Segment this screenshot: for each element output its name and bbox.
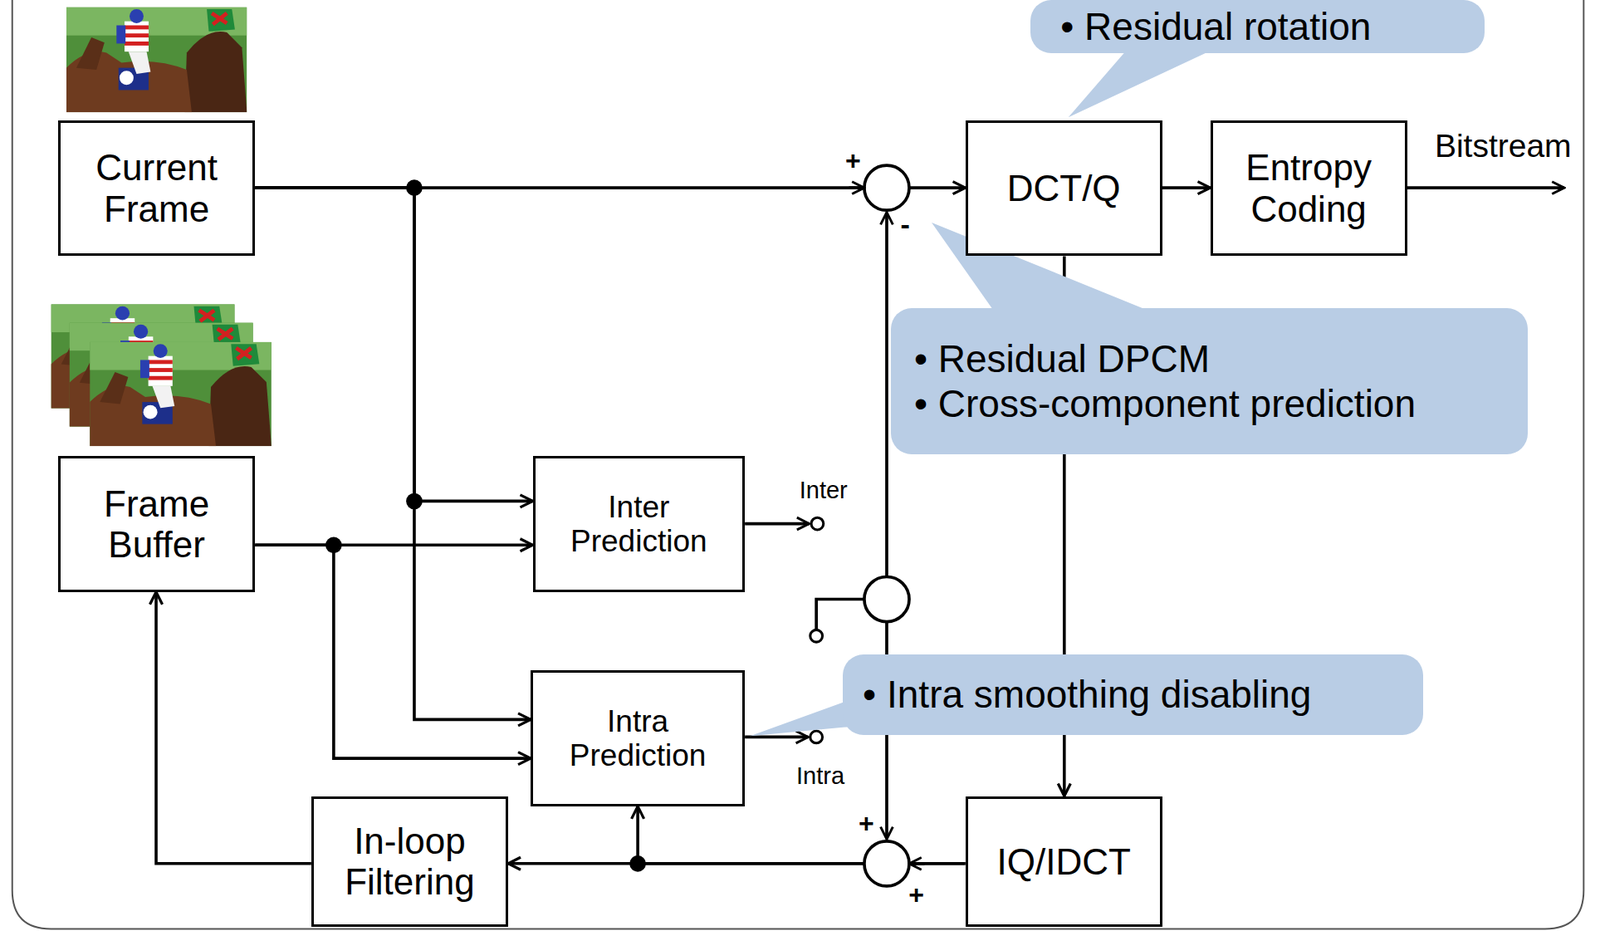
sum-circle [864,841,910,886]
junction-dot [406,493,423,510]
sum-circle [864,165,910,211]
callout-note: • Residual DPCM• Cross-component predict… [890,308,1528,455]
switch-terminal [810,629,823,642]
junction-dot [325,537,343,554]
label-text: Inter [799,475,848,504]
process-box: In-loop Filtering [311,796,509,927]
sign-mark: + [858,807,875,838]
intra-output-wire [744,735,808,739]
node-text: Frame Buffer [72,483,241,566]
node-text: Intra Prediction [544,704,731,774]
switch-terminal [810,730,823,744]
callout-tail [749,699,849,736]
current-frame-picture [66,7,248,113]
switch-arm [816,599,865,631]
panel-border [12,0,1585,930]
sum-input-arrow [909,861,925,866]
node-text: • Residual rotation [1060,4,1465,49]
flow-connector [156,592,312,864]
flow-connector [1162,185,1211,190]
node-text: Inter Prediction [547,489,732,559]
junction-dot [629,855,646,872]
node-text: • Residual DPCM [914,336,1508,382]
inter-output-wire [744,522,809,526]
process-box: DCT/Q [965,120,1163,256]
flow-connector [637,806,965,864]
switch-circle [864,576,910,622]
callout-note: • Intra smoothing disabling [842,654,1424,735]
process-box: Inter Prediction [533,455,746,592]
switch-label: Inter [799,475,848,504]
junction-dot [406,179,423,196]
node-text: • Intra smoothing disabling [862,671,1404,717]
label-text: - [900,208,910,241]
node-text: IQ/IDCT [979,841,1149,882]
buffered-frame-picture [89,342,272,446]
node-text: In-loop Filtering [325,820,495,903]
process-box: Frame Buffer [58,455,255,592]
prediction-wire [885,212,889,578]
process-box: Entropy Coding [1210,120,1408,256]
node-text: Entropy Coding [1224,146,1394,230]
callout-note: • Residual rotation [1030,0,1485,54]
switch-terminal [811,517,824,530]
switch-label: Intra [796,762,845,790]
bitstream-wire [1407,185,1565,190]
callout-tail [1068,48,1215,118]
label-text: Intra [796,762,845,790]
node-text: • Cross-component prediction [914,381,1508,426]
label-text: Bitstream [1434,127,1572,165]
flow-connector [254,544,531,759]
flow-connector [254,187,531,720]
label-text: + [858,807,875,838]
sign-mark: - [900,208,910,241]
process-box: IQ/IDCT [965,796,1163,927]
node-text: Current Frame [72,146,241,230]
sign-mark: + [845,144,862,176]
sign-mark: + [908,878,925,910]
label-text: + [908,878,925,910]
process-box: Current Frame [58,120,255,256]
node-text: DCT/Q [979,167,1149,209]
signal-name: Bitstream [1434,127,1572,165]
sum-input-arrow [848,185,864,190]
connector-group [156,187,1211,864]
process-box: Intra Prediction [530,670,745,806]
flow-connector [254,187,533,501]
label-text: + [845,144,862,176]
